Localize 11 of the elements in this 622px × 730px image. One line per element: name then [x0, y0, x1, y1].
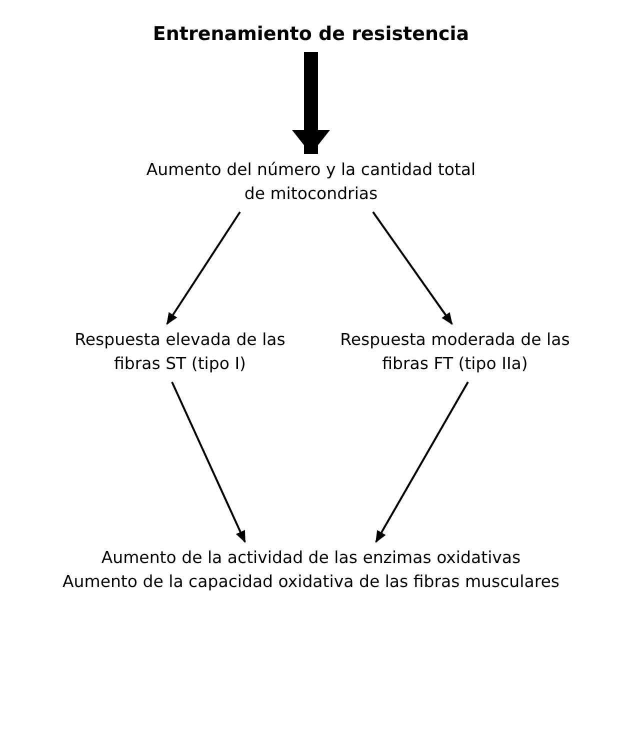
text-line: Aumento de la actividad de las enzimas oxidativas	[100, 547, 522, 569]
title-text: Entrenamiento de resistencia	[152, 22, 470, 46]
arrow	[372, 211, 453, 325]
arrow	[292, 52, 330, 154]
arrow	[166, 211, 241, 325]
node-text: Respuesta elevada de las fibras ST (tipo I)	[74, 329, 286, 375]
arrow	[375, 382, 469, 543]
text-line: Aumento de la capacidad oxidativa de las fibras musculares	[62, 571, 560, 593]
arrow	[171, 382, 246, 543]
node-text: Respuesta moderada de las fibras FT (tipo IIa)	[339, 329, 571, 375]
node-text: Aumento del número y la cantidad total de mitocondrias	[146, 159, 476, 205]
